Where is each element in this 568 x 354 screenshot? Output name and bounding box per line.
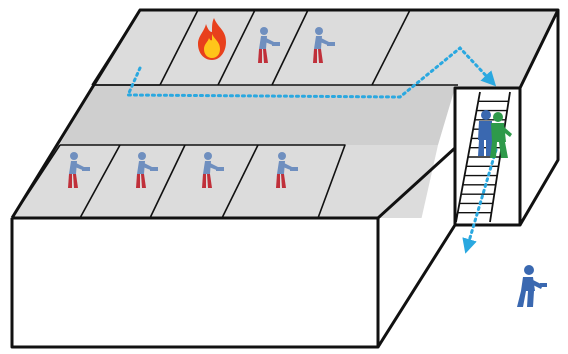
person-icon-climbing-green [490, 112, 512, 158]
fire-icon [198, 18, 226, 60]
corridor [60, 85, 458, 145]
dotted-arrow-route [125, 45, 498, 254]
route-corridor-segment [125, 45, 497, 99]
route-descent-segment [462, 148, 498, 254]
stairwell-left-wall [420, 88, 455, 225]
person-icon-climbing-blue [478, 110, 492, 156]
building-front-face [12, 218, 378, 347]
person-icon-outside [517, 265, 547, 307]
right-wing-side-wall [520, 10, 558, 225]
building-outlines [10, 8, 560, 349]
